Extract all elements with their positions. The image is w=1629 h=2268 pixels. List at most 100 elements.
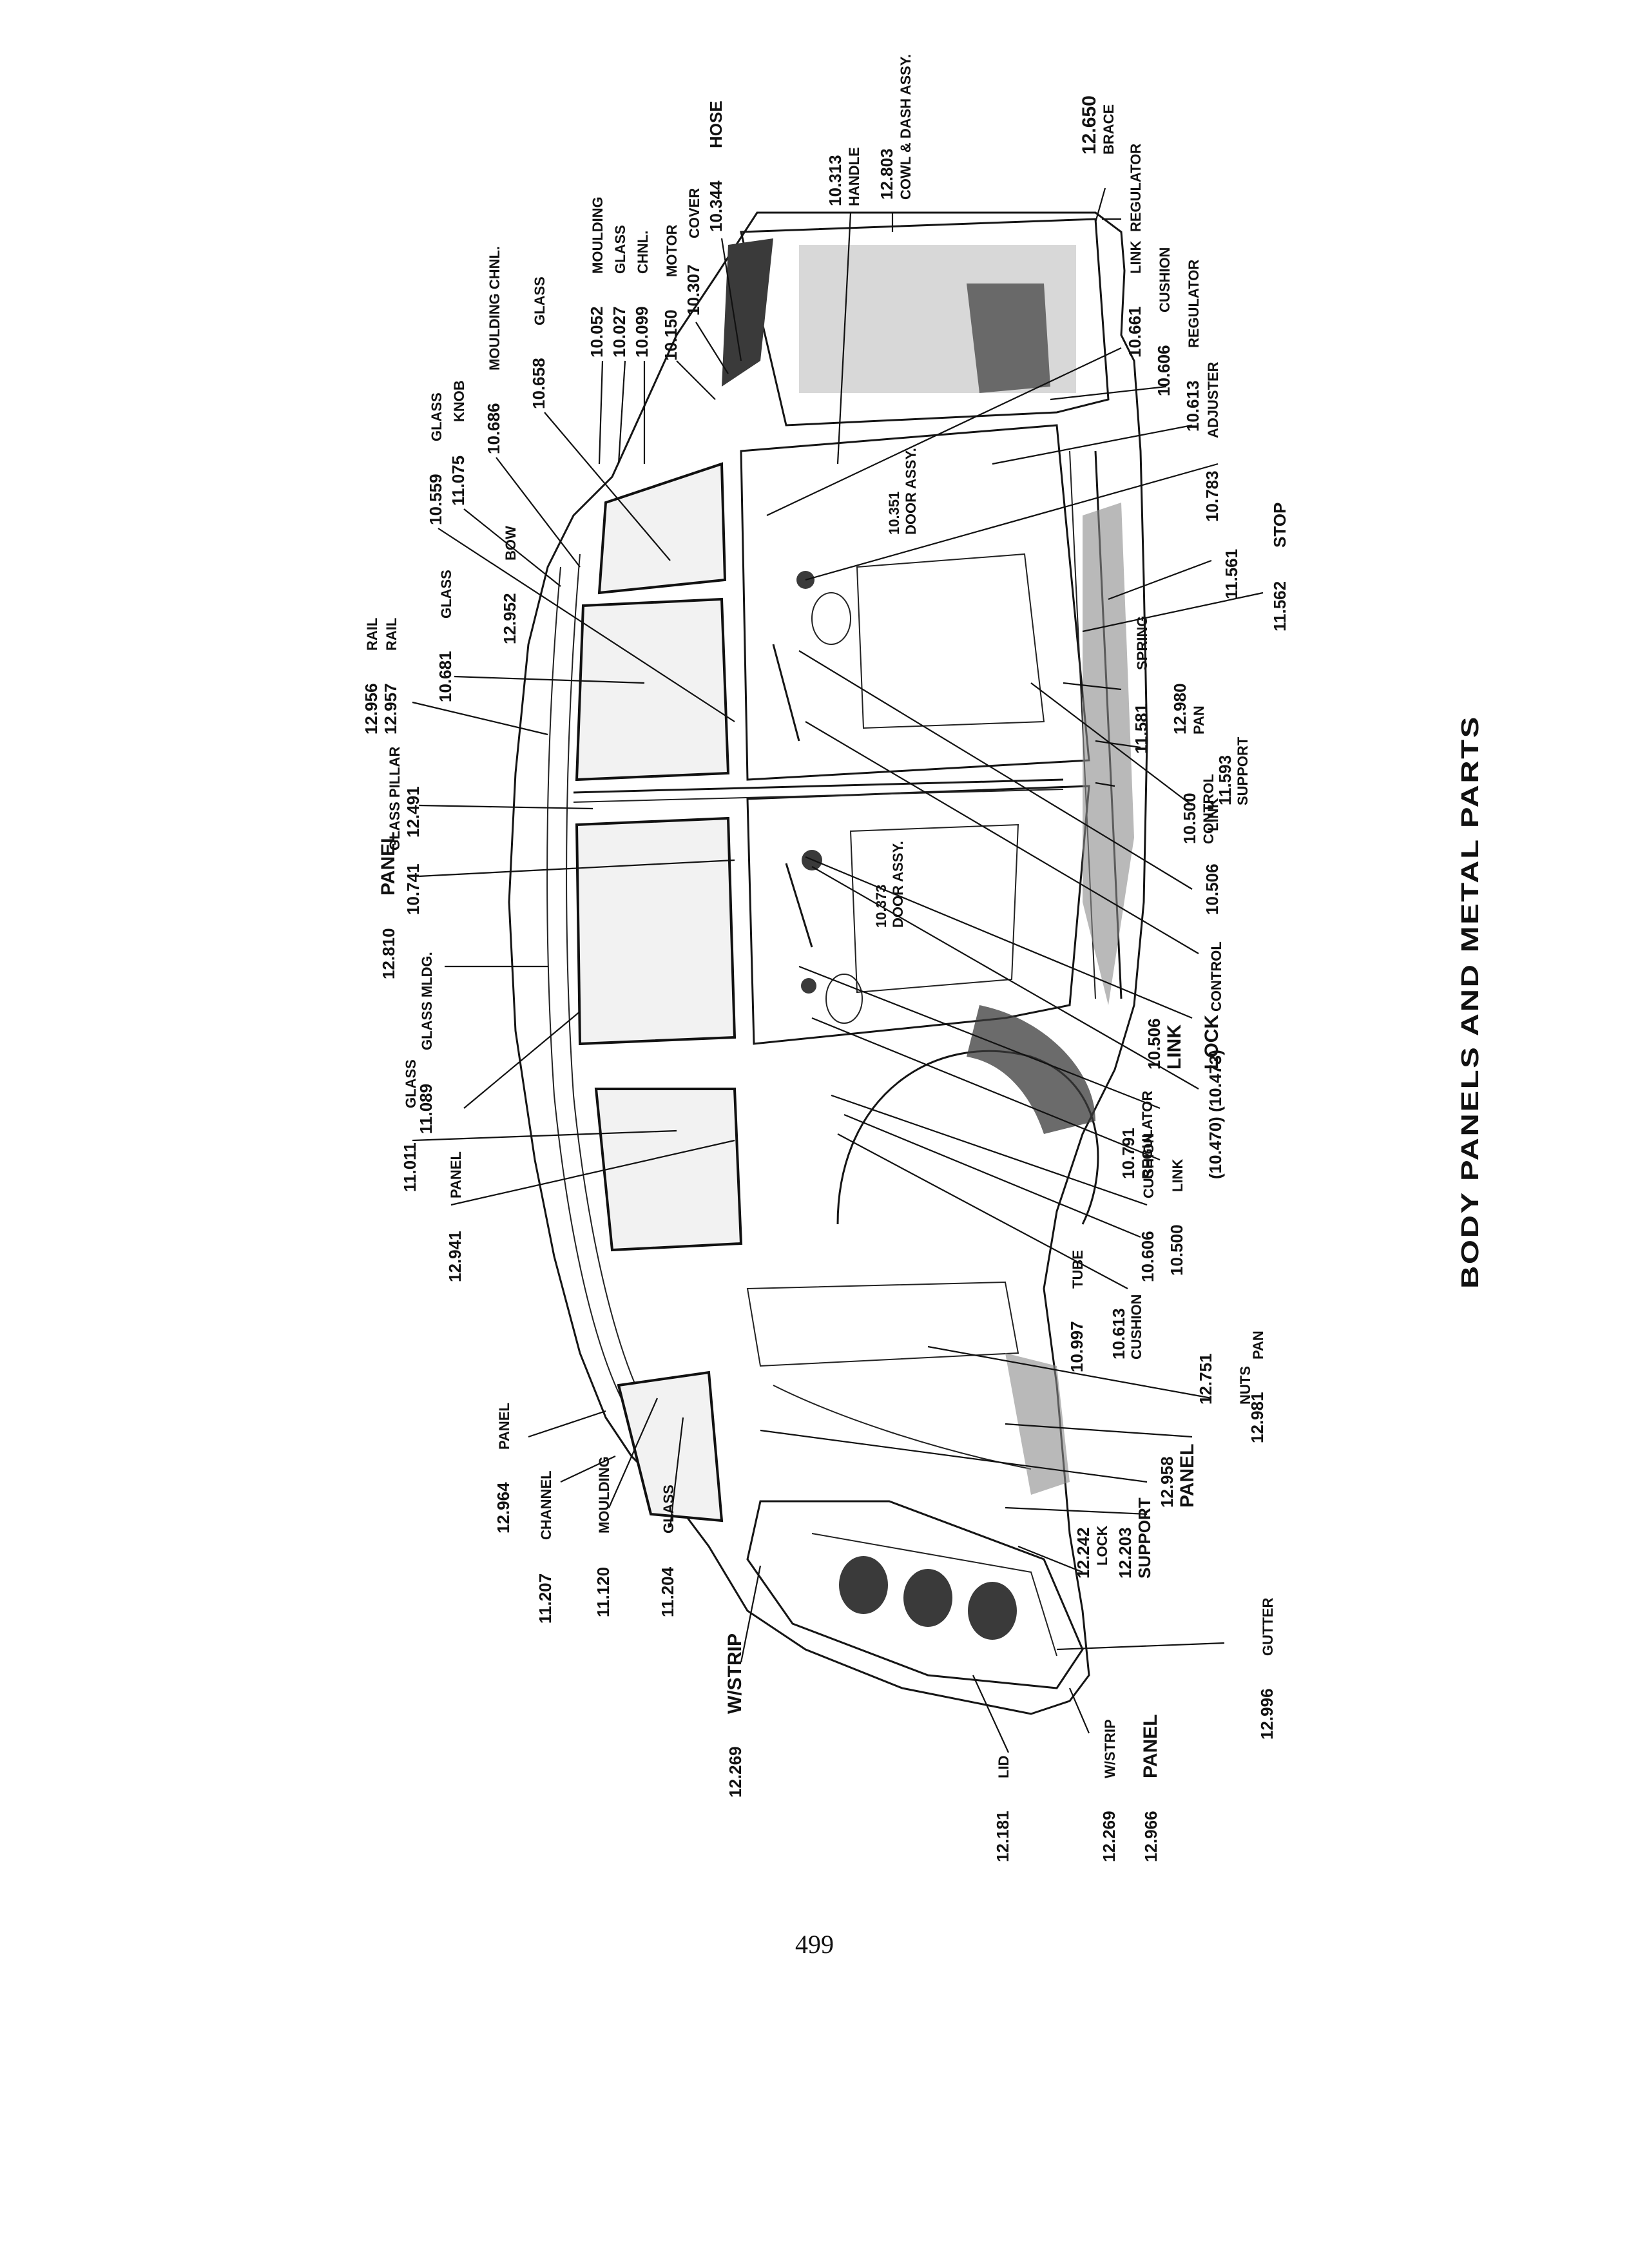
callout-text: PAN [1250, 1331, 1266, 1360]
callout-text: PANEL [1140, 1715, 1161, 1778]
callout-text: PANEL [378, 832, 399, 896]
leader-link-661 [766, 347, 1122, 516]
callout-text: CUSHION [1157, 247, 1173, 312]
leader-moulding-a [598, 360, 604, 465]
leader-gutter [1056, 1642, 1225, 1651]
callout-number: 10.307 [684, 264, 703, 316]
callout-number: 12.980 [1170, 683, 1190, 735]
leader-hose [720, 238, 742, 361]
callout-text: REGULATOR [1139, 1091, 1155, 1179]
cowl-frame [740, 218, 1110, 427]
callout-text: LINK [1170, 1159, 1186, 1192]
rear-regulator-link [785, 863, 813, 948]
callout-text: STOP [1270, 503, 1289, 548]
callout-number: 10.150 [661, 309, 680, 361]
center-pillar [573, 778, 1064, 794]
front-regulator-link [772, 644, 800, 742]
callout-text: CUSHION [1141, 1133, 1157, 1198]
front-door-hole [811, 592, 851, 645]
callout-number: 11.581 [1132, 704, 1151, 754]
callout-text: REGULATOR [1128, 144, 1144, 232]
callout-number: 10.741 [403, 863, 423, 915]
callout-number: 11.011 [400, 1142, 419, 1192]
callout-text: SUPPORT [1235, 736, 1251, 805]
leader-spring [1063, 682, 1122, 691]
leader-tube [837, 1133, 1128, 1289]
trunk-divider [773, 1385, 1032, 1470]
callout-text: PANEL [448, 1151, 464, 1198]
callout-number: 11.120 [593, 1567, 613, 1617]
trunk-floor [746, 1281, 1019, 1367]
page-title: BODY PANELS AND METAL PARTS [1457, 715, 1482, 1289]
leader-moulding-120 [608, 1398, 659, 1508]
callout-number: 12.803 [877, 148, 896, 200]
callout-text: RAIL [364, 618, 380, 651]
callout-number: 12.269 [1099, 1811, 1119, 1862]
leader-control-500 [1030, 682, 1193, 806]
callout-text: PAN [1191, 706, 1207, 735]
callout-text: GLASS PILLAR [387, 747, 403, 850]
callout-text: GLASS [612, 225, 628, 274]
callout-number: 12.956 [361, 683, 381, 735]
callout-number: 10.027 [610, 306, 629, 358]
callout-text: LID [996, 1756, 1012, 1778]
front-door-glass [575, 597, 730, 782]
callout-number: 10.661 [1125, 306, 1144, 358]
trunk-lid-hole-2 [903, 1569, 952, 1627]
leader-561 [1108, 559, 1212, 601]
leader-control [811, 866, 1199, 1090]
rear-lower-boss [801, 978, 816, 994]
callout-number: 12.958 [1157, 1456, 1177, 1508]
callout-text: NUTS [1237, 1366, 1253, 1405]
roof-rail-line [546, 566, 632, 1418]
callout-text: ADJUSTER [1205, 361, 1221, 438]
leader-cover [695, 322, 729, 374]
rear-door-hole [825, 974, 863, 1024]
callout-number: 12.964 [494, 1482, 513, 1533]
leader-cushion-606b [1050, 385, 1167, 401]
leader-pillar [418, 804, 593, 810]
trunk-pan-shade [1005, 1353, 1070, 1495]
callout-text: PANEL [1177, 1444, 1198, 1508]
trunk-lid-inner [811, 1533, 1057, 1657]
callout-number: 10.344 [706, 180, 726, 232]
leader-glass-b [544, 412, 671, 561]
callout-number: 10.559 [426, 474, 445, 525]
leader-glass-011 [412, 1129, 677, 1142]
callout-text: DOOR ASSY. [890, 841, 906, 928]
leader-link-506b [798, 650, 1193, 890]
leader-lock [805, 721, 1199, 954]
leader-link-500 [811, 1017, 1161, 1161]
callout-number: 10.681 [436, 651, 455, 702]
leader-wstrip-a [740, 1565, 762, 1663]
callout-number: 12.810 [379, 928, 398, 979]
callout-text: REGULATOR [1186, 260, 1202, 348]
dash-vent [967, 284, 1050, 393]
leader-glass-c [438, 528, 735, 722]
quarter-glass [594, 1088, 743, 1252]
callout-number: 10.500 [1180, 793, 1199, 844]
callout-number: 12.941 [445, 1231, 465, 1282]
callout-number: (10.470) (10.473) [1206, 1050, 1225, 1179]
callout-number: 12.966 [1141, 1811, 1161, 1862]
callout-text: W/STRIP [724, 1633, 746, 1714]
page-title-rotated: BODY PANELS AND METAL PARTS [1457, 715, 1482, 1289]
callout-number: 10.506 [1144, 1018, 1164, 1070]
callout-number: 10.613 [1109, 1308, 1128, 1360]
callout-number: 12.996 [1257, 1688, 1277, 1740]
cowl-shadow [722, 238, 773, 387]
callout-text: LINK [1205, 798, 1221, 831]
callout-number: 10.606 [1154, 345, 1173, 396]
callout-number: 12.751 [1196, 1353, 1215, 1405]
leader-wstrip-b [1068, 1687, 1090, 1734]
callout-text: CONTROL [1208, 941, 1224, 1012]
callout-text: KNOB [451, 380, 467, 422]
callout-number: 12.957 [381, 683, 400, 735]
trunk-lid-hole-1 [839, 1556, 888, 1614]
callout-number: 11.089 [416, 1084, 436, 1134]
roof-rail-line-2 [566, 553, 645, 1405]
leader-lines [412, 187, 1264, 1753]
callout-number: 12.952 [500, 593, 519, 644]
callout-text: GLASS MLDG. [419, 952, 435, 1050]
